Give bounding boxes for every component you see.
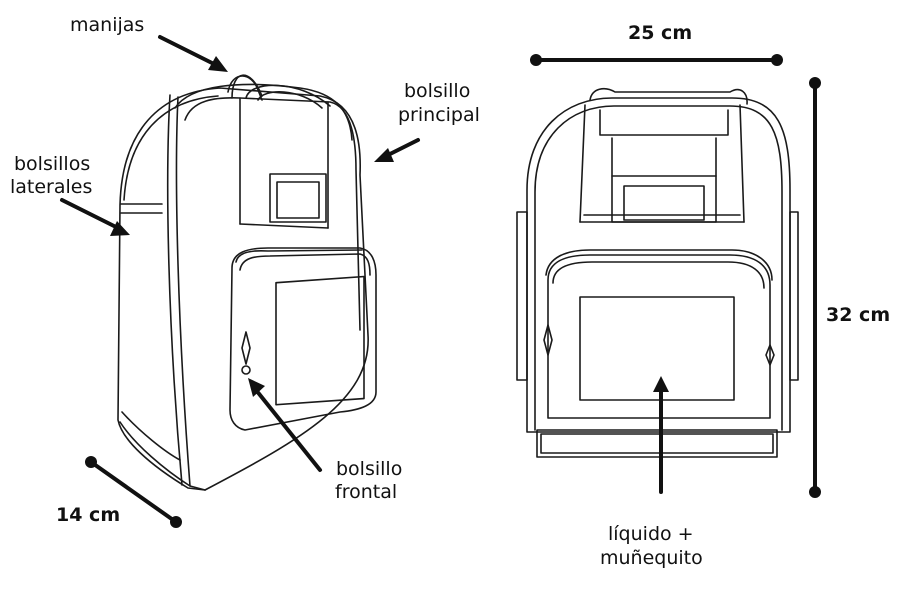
backpack-front-view	[516, 87, 799, 458]
dimension-line-height	[809, 77, 821, 498]
label-side-pockets-line1: bolsillos	[14, 153, 91, 175]
arrow-handles	[158, 35, 228, 72]
dimension-line-width	[530, 54, 783, 66]
arrow-side-pockets	[60, 198, 130, 236]
dimension-depth-label: 14 cm	[56, 504, 121, 526]
arrow-liquid	[653, 376, 669, 494]
arrow-main-pocket	[374, 138, 420, 162]
backpack-side-view	[117, 74, 377, 491]
label-liquid-line1: líquido +	[608, 523, 694, 545]
label-main-pocket-line2: principal	[398, 104, 480, 126]
label-liquid-line2: muñequito	[600, 547, 703, 569]
dimension-width-label: 25 cm	[628, 22, 693, 44]
label-front-pocket-line1: bolsillo	[336, 458, 403, 480]
label-side-pockets-line2: laterales	[10, 176, 93, 198]
dimension-height-label: 32 cm	[826, 304, 891, 326]
label-front-pocket-line2: frontal	[335, 481, 398, 503]
dimension-line-depth	[85, 456, 182, 528]
label-main-pocket-line1: bolsillo	[404, 80, 471, 102]
arrow-front-pocket	[248, 378, 322, 472]
label-handles: manijas	[70, 14, 145, 36]
